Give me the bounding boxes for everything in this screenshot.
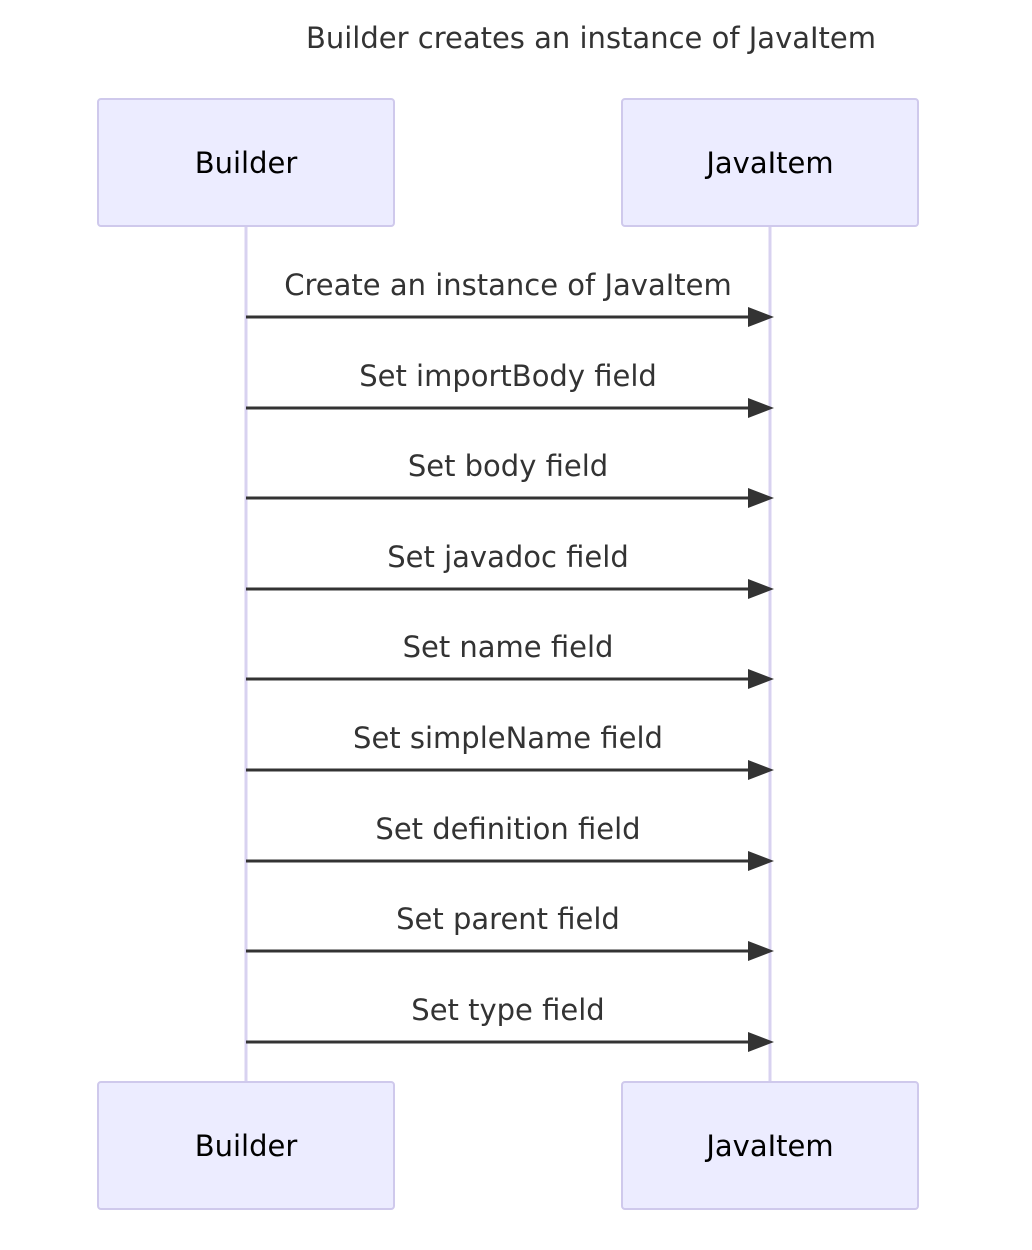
message-label: Set simpleName field [353,721,663,755]
message-label: Create an instance of JavaItem [284,268,731,302]
arrow-head-icon [748,488,774,508]
actor-box [97,1081,395,1210]
message-label: Set definition field [375,812,640,846]
actor-label: Builder [195,1129,298,1163]
actor-label: JavaItem [704,146,833,180]
message-label: Set parent field [396,902,620,936]
actor-box [621,1081,919,1210]
message: Set javadoc field [246,540,774,599]
actor-box [621,98,919,227]
message: Create an instance of JavaItem [246,268,774,327]
message-label: Set body field [408,449,608,483]
arrow-head-icon [748,669,774,689]
message-label: Set importBody field [359,359,657,393]
actor-builder-bottom: Builder [97,1081,395,1210]
message: Set body field [246,449,774,508]
actor-javaitem-bottom: JavaItem [621,1081,919,1210]
actor-javaitem-top: JavaItem [621,98,919,227]
message: Set type field [246,993,774,1052]
message: Set simpleName field [246,721,774,780]
arrow-head-icon [748,851,774,871]
arrow-head-icon [748,760,774,780]
message-label: Set javadoc field [387,540,629,574]
message-label: Set type field [411,993,604,1027]
actor-label: JavaItem [704,1129,833,1163]
arrow-head-icon [748,398,774,418]
message-label: Set name field [403,630,614,664]
arrow-head-icon [748,579,774,599]
arrow-head-icon [748,1032,774,1052]
diagram-title: Builder creates an instance of JavaItem [306,21,876,55]
arrow-head-icon [748,307,774,327]
message: Set parent field [246,902,774,961]
arrow-head-icon [748,941,774,961]
message: Set name field [246,630,774,689]
actor-builder-top: Builder [97,98,395,227]
message: Set definition field [246,812,774,871]
actor-box [97,98,395,227]
actor-label: Builder [195,146,298,180]
message: Set importBody field [246,359,774,418]
